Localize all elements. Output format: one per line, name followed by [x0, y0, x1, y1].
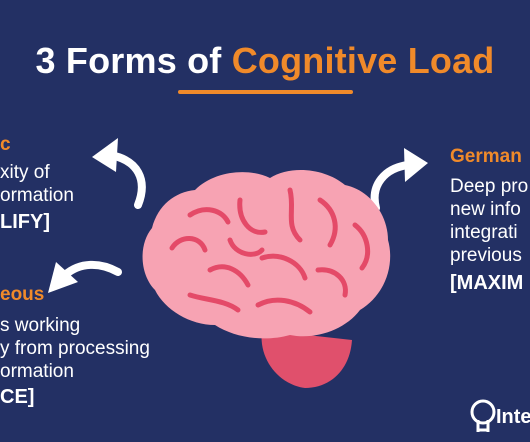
germane-tag: [MAXIM — [450, 272, 524, 294]
germane-heading: German — [450, 146, 522, 167]
brain-stem — [261, 330, 352, 388]
title-underline — [178, 90, 353, 94]
arrowhead-top-left-icon — [92, 138, 118, 172]
arrowhead-bottom-left-icon — [48, 262, 78, 293]
page-title: 3 Forms of Cognitive Load — [0, 40, 530, 82]
curved-arrow-top-left-icon — [106, 151, 146, 209]
logo-bulb-icon — [470, 399, 496, 432]
germane-line-2: new info — [450, 199, 521, 220]
extraneous-line-3: ormation — [0, 361, 74, 382]
curved-arrow-bottom-left-icon — [61, 260, 122, 279]
extraneous-tag: CE] — [0, 386, 35, 408]
germane-line-4: previous — [450, 245, 522, 266]
brain-icon — [142, 169, 391, 388]
title-prefix: 3 Forms of — [35, 40, 232, 81]
curved-arrow-right-icon — [370, 161, 412, 212]
intrinsic-heading: c — [0, 134, 11, 155]
extraneous-line-2: y from processing — [0, 338, 150, 359]
arrowhead-right-icon — [404, 148, 428, 182]
germane-line-3: integrati — [450, 222, 518, 243]
extraneous-line-1: s working — [0, 315, 81, 336]
intrinsic-line-2: ormation — [0, 185, 74, 206]
brain-body — [142, 169, 391, 339]
brain-folds — [169, 187, 371, 315]
intrinsic-line-1: xity of — [0, 162, 50, 183]
brand-logo-text[interactable]: Inte — [496, 406, 530, 428]
intrinsic-tag: LIFY] — [0, 211, 50, 233]
extraneous-heading: eous — [0, 284, 45, 305]
germane-line-1: Deep pro — [450, 176, 529, 197]
title-accent: Cognitive Load — [231, 40, 495, 81]
